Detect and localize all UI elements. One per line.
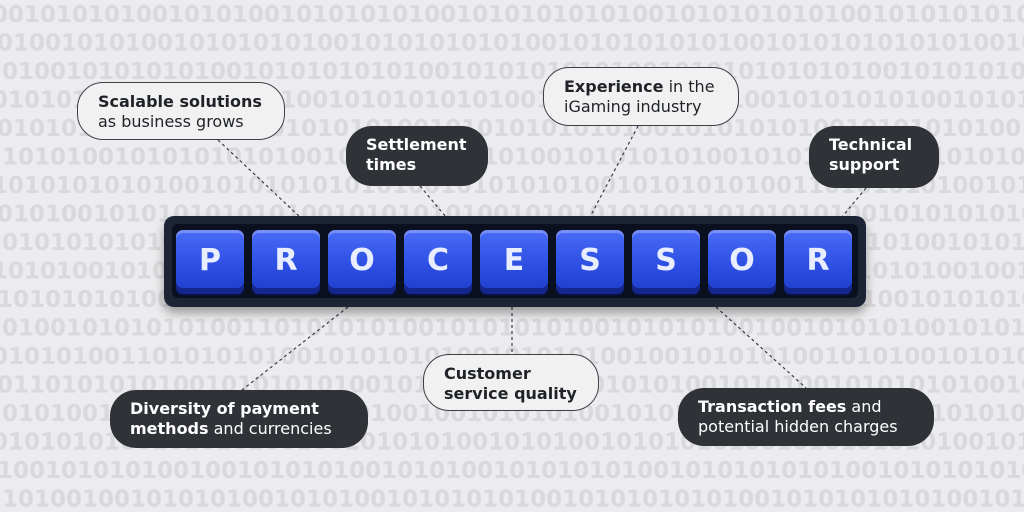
settlement-line2: times [366, 155, 417, 174]
experience-rest2: iGaming industry [564, 97, 702, 116]
transaction-bold: Transaction fees [698, 397, 847, 416]
connector-transaction [715, 306, 807, 389]
bubble-transaction: Transaction fees and potential hidden ch… [678, 388, 934, 446]
bubble-technical: Technical support [809, 126, 939, 188]
connector-settlement [419, 185, 447, 218]
key-s1: S [556, 230, 624, 294]
customer-line2: service quality [444, 384, 577, 403]
bubble-diversity: Diversity of payment methods and currenc… [110, 390, 368, 448]
key-o: O [328, 230, 396, 294]
key-r2: R [784, 230, 852, 294]
customer-line1: Customer [444, 364, 531, 383]
scalable-bold: Scalable solutions [98, 92, 262, 111]
processor-keyboard: P R O C E S S O R [164, 216, 866, 307]
experience-rest1: in the [663, 77, 715, 96]
key-s2: S [632, 230, 700, 294]
key-r: R [252, 230, 320, 294]
technical-line1: Technical [829, 135, 913, 154]
connector-technical [841, 187, 867, 218]
diversity-bold2: methods [130, 419, 209, 438]
diversity-rest: and currencies [208, 419, 332, 438]
scalable-rest: as business grows [98, 112, 244, 131]
transaction-rest2: potential hidden charges [698, 417, 898, 436]
bubble-settlement: Settlement times [346, 126, 488, 186]
binary-row: 0100101010101001010101010100101010101010… [2, 59, 1024, 85]
key-c: C [404, 230, 472, 294]
binary-row: 0010101010010101001010101010010101010101… [0, 2, 1024, 28]
binary-row: 0100101010010101010100101010101010010101… [0, 31, 1024, 57]
transaction-rest1: and [846, 397, 882, 416]
connector-scalable [217, 139, 301, 218]
bubble-customer: Customer service quality [423, 354, 599, 411]
technical-line2: support [829, 155, 900, 174]
binary-row: 1001010101001001010101001010100101010101… [0, 458, 1024, 484]
key-p: P [176, 230, 244, 294]
binary-row: 0100101010101001101010101001010101010010… [2, 316, 1024, 342]
binary-row: 1010010010101010010101001010101010010101… [2, 487, 1024, 512]
experience-bold: Experience [564, 77, 664, 96]
key-e: E [480, 230, 548, 294]
connector-experience [589, 125, 639, 218]
diversity-bold1: Diversity of payment [130, 399, 319, 418]
bubble-scalable: Scalable solutions as business grows [77, 82, 285, 140]
key-o2: O [708, 230, 776, 294]
connector-diversity [241, 306, 349, 391]
settlement-line1: Settlement [366, 135, 467, 154]
bubble-experience: Experience in the iGaming industry [543, 67, 739, 126]
